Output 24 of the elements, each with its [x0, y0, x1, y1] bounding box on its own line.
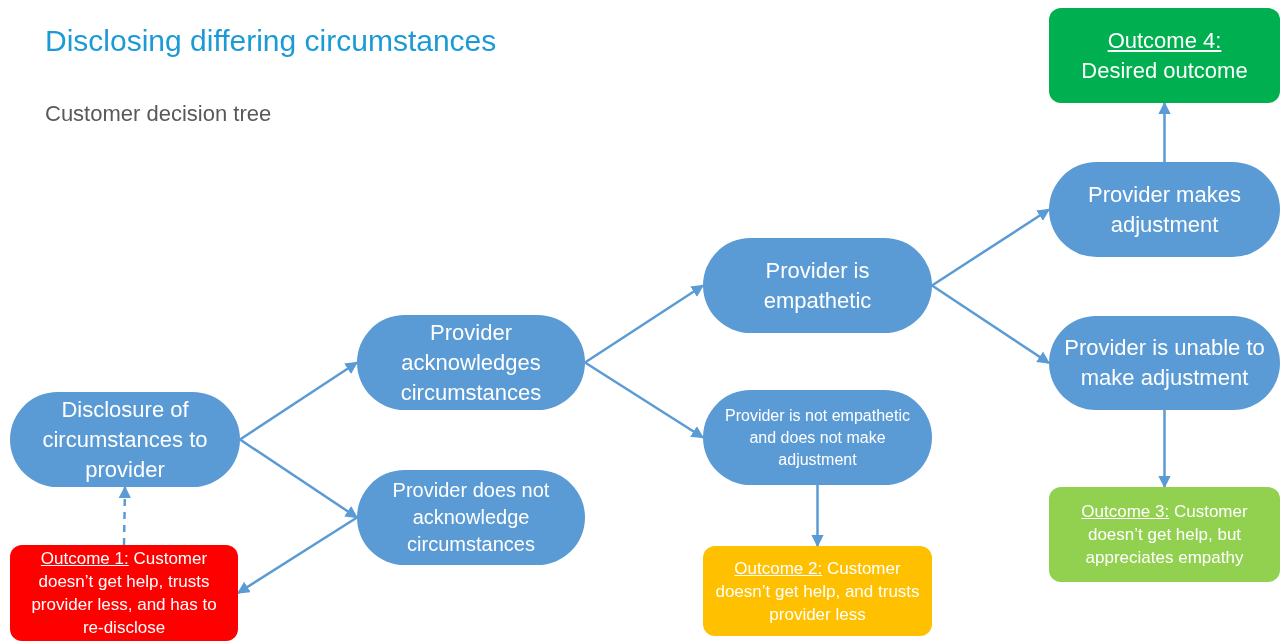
decision-pill: Provider acknowledges circumstances — [357, 315, 585, 410]
outcome-box: Outcome 2: Customer doesn’t get help, and trusts provider less — [703, 546, 932, 636]
subtitle: Customer decision tree — [45, 100, 272, 128]
arrow — [931, 284, 1051, 365]
outcome-box: Outcome 3: Customer doesn’t get help, but appreciates empathy — [1049, 487, 1280, 582]
arrow — [584, 361, 705, 439]
arrow — [931, 208, 1051, 287]
arrow — [118, 485, 132, 546]
decision-pill: Disclosure of circumstances to provider — [10, 392, 240, 487]
outcome-box: Outcome 4: Desired outcome — [1049, 8, 1280, 103]
arrow — [584, 284, 705, 364]
decision-pill: Provider makes adjustment — [1049, 162, 1280, 257]
decision-pill: Provider is empathetic — [703, 238, 932, 333]
outcome-box: Outcome 1: Customer doesn’t get help, trusts provider less, and has to re-disclose — [10, 545, 238, 641]
arrow — [239, 438, 359, 519]
arrow — [811, 485, 824, 548]
decision-pill: Provider does not acknowledge circumstances — [357, 470, 585, 565]
decision-pill: Provider is unable to make adjustment — [1049, 316, 1280, 410]
arrow — [1158, 410, 1171, 489]
arrow — [239, 361, 359, 441]
decision-pill: Provider is not empathetic and does not make adjustment — [703, 390, 932, 485]
arrow — [236, 516, 358, 595]
title: Disclosing differing circumstances — [45, 23, 497, 59]
arrow — [1158, 101, 1171, 162]
